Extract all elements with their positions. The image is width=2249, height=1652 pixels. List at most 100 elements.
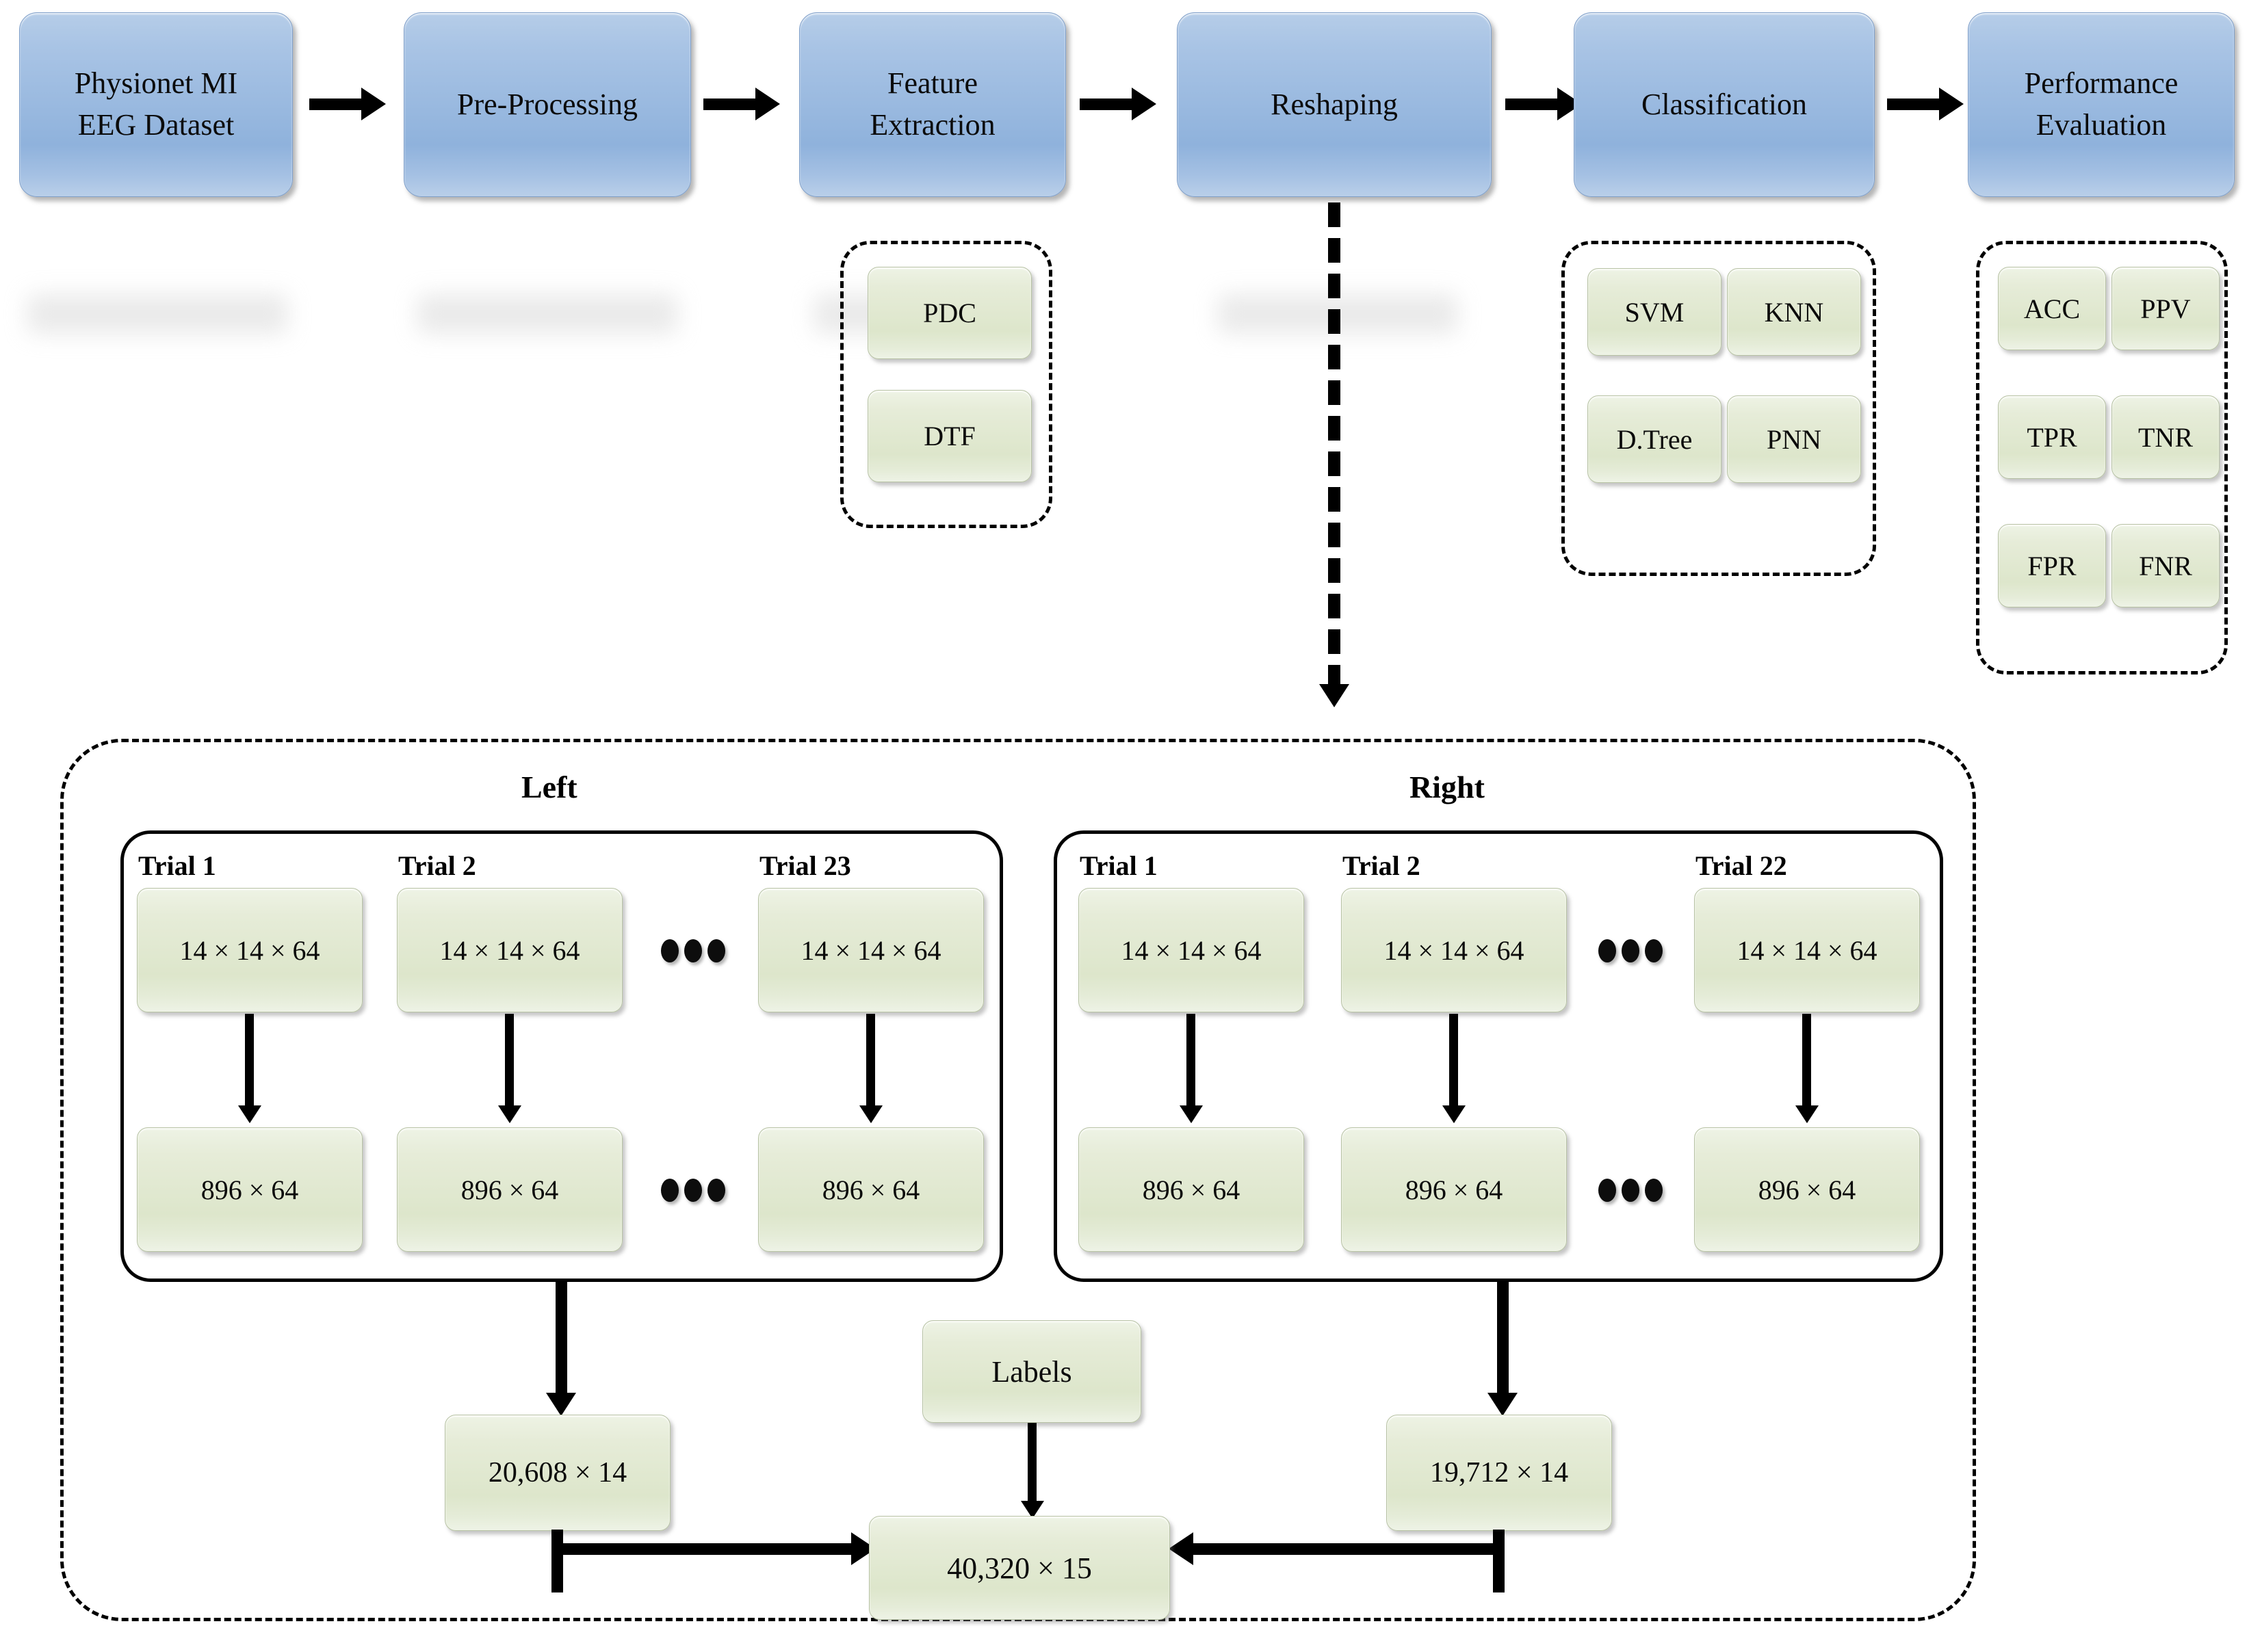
arrow-3-line <box>1080 99 1140 110</box>
left-trial-1-arrow-head <box>238 1105 261 1123</box>
right-trial-22-output-label: 896 × 64 <box>1758 1174 1856 1205</box>
classifier-dtree-label: D.Tree <box>1616 423 1693 455</box>
left-trial-23-label: Trial 23 <box>759 850 851 881</box>
metric-ppv-label: PPV <box>2140 293 2191 324</box>
arrow-2-line <box>703 99 764 110</box>
metric-ppv[interactable]: PPV <box>2111 267 2220 350</box>
labels-box-label: Labels <box>991 1354 1072 1389</box>
metric-acc[interactable]: ACC <box>1998 267 2106 350</box>
left-elbow-hline <box>551 1543 859 1555</box>
left-trial-2-arrow-head <box>498 1105 521 1123</box>
left-trial-23-input[interactable]: 14 × 14 × 64 <box>758 888 984 1012</box>
left-trial-23-output[interactable]: 896 × 64 <box>758 1127 984 1252</box>
classifier-pnn-label: PNN <box>1766 423 1822 455</box>
classifier-knn[interactable]: KNN <box>1727 268 1861 356</box>
right-trial-22-arrow-line <box>1802 1014 1811 1110</box>
classifier-knn-label: KNN <box>1764 296 1824 328</box>
stage-feature-extraction-line2: Extraction <box>870 108 996 142</box>
right-trial-22-output[interactable]: 896 × 64 <box>1694 1127 1920 1252</box>
metric-fnr-label: FNR <box>2139 550 2192 581</box>
left-trial-2-output[interactable]: 896 × 64 <box>397 1127 623 1252</box>
stage-performance-evaluation-line2: Evaluation <box>2036 108 2167 142</box>
right-trial-1-arrow-line <box>1186 1014 1195 1110</box>
stage-dataset[interactable]: Physionet MI EEG Dataset <box>19 12 293 197</box>
right-elbow-hline <box>1193 1543 1505 1555</box>
labels-arrow-line <box>1028 1423 1037 1505</box>
right-elbow-vline <box>1493 1530 1505 1592</box>
classifier-svm[interactable]: SVM <box>1587 268 1721 356</box>
right-trial-2-output-label: 896 × 64 <box>1405 1174 1503 1205</box>
left-elbow-vline <box>551 1530 563 1592</box>
right-aggregate-label: 19,712 × 14 <box>1429 1457 1569 1489</box>
right-output-ellipsis-icon <box>1598 1179 1663 1202</box>
left-trial-1-label: Trial 1 <box>138 850 216 881</box>
stage-reshaping[interactable]: Reshaping <box>1177 12 1492 197</box>
labels-box[interactable]: Labels <box>922 1320 1141 1423</box>
right-trial-1-output-label: 896 × 64 <box>1142 1174 1240 1205</box>
reshaping-connector-head <box>1319 684 1349 707</box>
left-trial-1-arrow-line <box>245 1014 254 1110</box>
classifier-pnn[interactable]: PNN <box>1727 395 1861 483</box>
right-trial-1-output[interactable]: 896 × 64 <box>1078 1127 1304 1252</box>
right-trial-1-label: Trial 1 <box>1080 850 1158 881</box>
right-trial-22-arrow-head <box>1795 1105 1819 1123</box>
left-trial-1-input[interactable]: 14 × 14 × 64 <box>137 888 363 1012</box>
right-trial-22-label: Trial 22 <box>1695 850 1787 881</box>
right-aggregate-arrow-head <box>1487 1393 1518 1416</box>
classifiers-group <box>1561 241 1876 576</box>
right-aggregate-box[interactable]: 19,712 × 14 <box>1386 1415 1612 1531</box>
right-trial-1-input[interactable]: 14 × 14 × 64 <box>1078 888 1304 1012</box>
right-trial-2-arrow-line <box>1449 1014 1458 1110</box>
left-aggregate-box[interactable]: 20,608 × 14 <box>445 1415 671 1531</box>
feature-methods-group <box>840 241 1052 528</box>
stage-performance-evaluation[interactable]: Performance Evaluation <box>1968 12 2235 197</box>
arrow-3-head <box>1132 88 1156 120</box>
group-label-left: Left <box>521 770 577 804</box>
right-aggregate-arrow-line <box>1497 1282 1509 1398</box>
left-trial-2-input[interactable]: 14 × 14 × 64 <box>397 888 623 1012</box>
stage-classification-line1: Classification <box>1641 87 1807 121</box>
right-trial-1-input-label: 14 × 14 × 64 <box>1121 934 1262 966</box>
arrow-5-line <box>1887 99 1947 110</box>
left-trial-1-output[interactable]: 896 × 64 <box>137 1127 363 1252</box>
left-input-ellipsis-icon <box>661 939 725 962</box>
stage-classification[interactable]: Classification <box>1574 12 1875 197</box>
right-trial-2-input-label: 14 × 14 × 64 <box>1383 934 1524 966</box>
metric-acc-label: ACC <box>2023 293 2081 324</box>
stage-feature-extraction[interactable]: Feature Extraction <box>799 12 1066 197</box>
metric-tnr-label: TNR <box>2138 421 2193 453</box>
right-trial-22-input-label: 14 × 14 × 64 <box>1737 934 1877 966</box>
metric-tnr[interactable]: TNR <box>2111 395 2220 479</box>
metric-fpr-label: FPR <box>2027 550 2077 581</box>
right-trial-2-output[interactable]: 896 × 64 <box>1341 1127 1567 1252</box>
right-trials-panel <box>1054 830 1943 1282</box>
metric-tpr[interactable]: TPR <box>1998 395 2106 479</box>
final-dataset-box[interactable]: 40,320 × 15 <box>869 1516 1170 1620</box>
left-trial-23-input-label: 14 × 14 × 64 <box>801 934 941 966</box>
right-input-ellipsis-icon <box>1598 939 1663 962</box>
stage-dataset-line2: EEG Dataset <box>77 108 235 142</box>
right-trial-2-input[interactable]: 14 × 14 × 64 <box>1341 888 1567 1012</box>
classifier-dtree[interactable]: D.Tree <box>1587 395 1721 483</box>
left-trial-23-arrow-line <box>866 1014 875 1110</box>
right-elbow-arrow-head <box>1169 1532 1193 1565</box>
left-trials-panel <box>120 830 1003 1282</box>
reshaping-connector-line <box>1328 202 1340 690</box>
left-trial-2-input-label: 14 × 14 × 64 <box>439 934 580 966</box>
left-trial-23-output-label: 896 × 64 <box>822 1174 920 1205</box>
right-trial-1-arrow-head <box>1180 1105 1203 1123</box>
left-aggregate-arrow-line <box>556 1282 567 1398</box>
arrow-4-line <box>1505 99 1565 110</box>
left-trial-2-output-label: 896 × 64 <box>460 1174 559 1205</box>
feature-method-dtf[interactable]: DTF <box>868 390 1032 482</box>
feature-method-pdc-label: PDC <box>923 298 976 328</box>
right-trial-22-input[interactable]: 14 × 14 × 64 <box>1694 888 1920 1012</box>
group-label-right: Right <box>1409 770 1485 804</box>
stage-preprocessing[interactable]: Pre-Processing <box>404 12 691 197</box>
left-aggregate-arrow-head <box>546 1393 576 1416</box>
feature-method-pdc[interactable]: PDC <box>868 267 1032 359</box>
metric-fnr[interactable]: FNR <box>2111 524 2220 607</box>
stage-performance-evaluation-line1: Performance <box>2024 66 2179 101</box>
ghost-artifact-1 <box>27 294 287 334</box>
metric-fpr[interactable]: FPR <box>1998 524 2106 607</box>
